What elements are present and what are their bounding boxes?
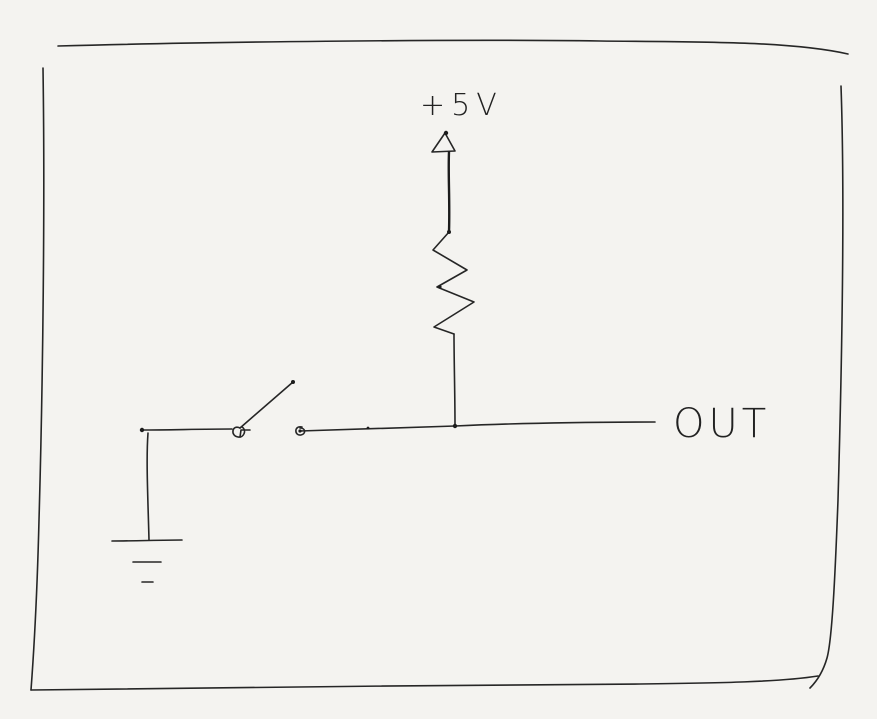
supply-node: +5V	[420, 88, 503, 153]
supply-terminal	[443, 130, 449, 136]
ground-wire-corner	[139, 427, 145, 433]
frame-bottom-edge	[30, 675, 819, 691]
frame-top-edge	[57, 39, 849, 55]
ground-icon	[111, 539, 183, 583]
switch-left-contact	[232, 426, 246, 438]
resistor-lower-wire	[453, 333, 456, 427]
switch-lever	[239, 381, 294, 429]
switch-icon	[232, 380, 306, 438]
ground-bar-1	[111, 539, 183, 542]
ground-side-wire	[141, 428, 233, 431]
supply-wire	[447, 150, 451, 234]
output-junction	[452, 423, 458, 429]
resistor-mid-node	[438, 285, 442, 289]
supply-label: +5V	[420, 88, 503, 123]
ground-drop-wire	[146, 432, 150, 541]
output-wire-node	[366, 426, 370, 430]
supply-arrow-icon	[431, 132, 456, 153]
frame-right-edge	[809, 85, 844, 689]
output-label: OUT	[673, 401, 770, 447]
output-wire	[299, 421, 656, 432]
diagram-frame	[30, 39, 849, 691]
switch-lever-tip	[291, 380, 295, 384]
switch-right-node	[298, 429, 302, 433]
frame-left-edge	[30, 67, 45, 691]
switch-right-contact	[295, 426, 306, 436]
resistor-top-node	[447, 230, 451, 234]
resistor-icon	[432, 231, 475, 335]
switch-left-tail	[239, 429, 251, 438]
